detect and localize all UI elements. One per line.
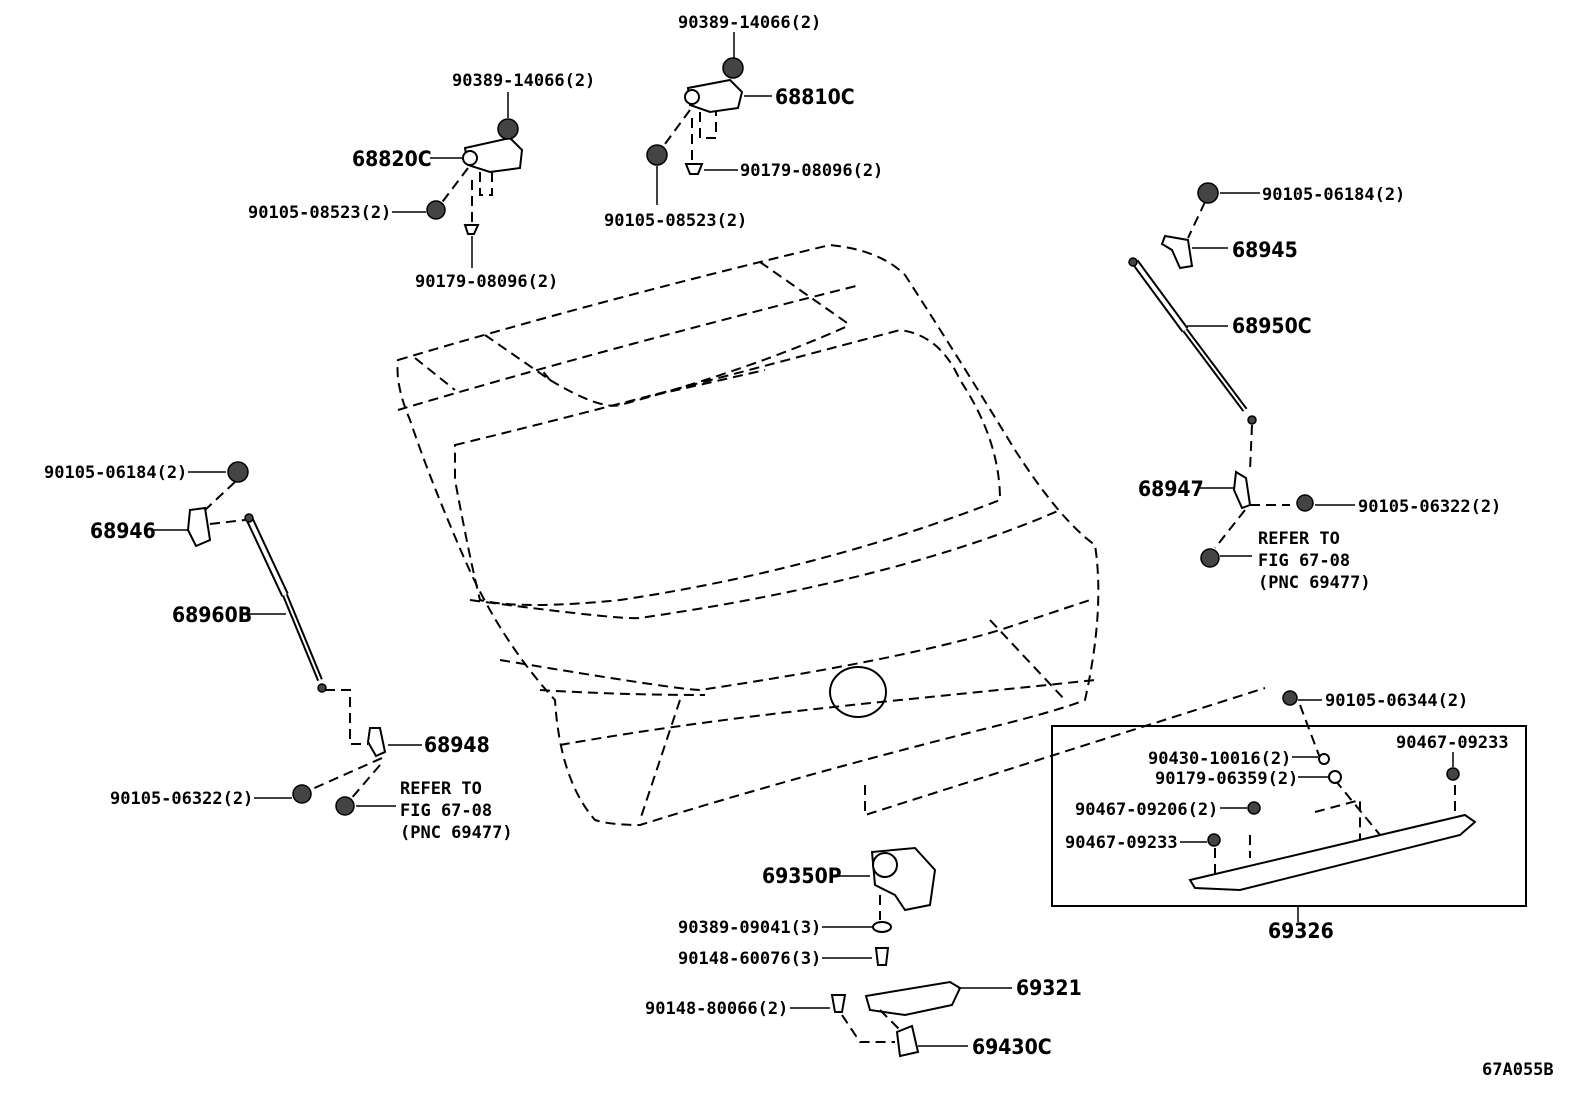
left-stay-group xyxy=(152,461,422,816)
label-left-hinge-nut: 90389-14066(2) xyxy=(452,71,595,91)
label-lock-striker: 69321 xyxy=(1016,976,1082,1000)
label-garnish-clip-right: 90467-09233 xyxy=(1396,733,1509,753)
back-door-panel xyxy=(396,243,1266,827)
right-stay-group xyxy=(1128,182,1355,568)
label-right-stay: 68950C xyxy=(1232,314,1312,338)
label-garnish-screw: 90105-06344(2) xyxy=(1325,691,1468,711)
label-lock-assy: 69350P xyxy=(762,864,842,888)
label-left-stay-bracket-top: 68946 xyxy=(90,519,156,543)
label-right-hinge-washer: 90179-08096(2) xyxy=(740,161,883,181)
label-left-stay-bolt-top: 90105-06184(2) xyxy=(44,463,187,483)
label-left-stay-bolt-bottom: 90105-06322(2) xyxy=(110,789,253,809)
label-right-refer-1: REFER TO xyxy=(1258,529,1340,549)
right-hinge-group xyxy=(646,32,772,205)
label-left-hinge-washer: 90179-08096(2) xyxy=(415,272,558,292)
label-right-stay-bolt-top: 90105-06184(2) xyxy=(1262,185,1405,205)
label-lock-bolt: 90148-60076(3) xyxy=(678,949,821,969)
lock-group xyxy=(790,846,1012,1058)
label-left-hinge: 68820C xyxy=(352,147,432,171)
label-garnish-clip-c: 90467-09206(2) xyxy=(1075,800,1218,820)
garnish-assembly-box xyxy=(1051,690,1527,922)
label-left-hinge-bolt: 90105-08523(2) xyxy=(248,203,391,223)
label-lock-washer: 90389-09041(3) xyxy=(678,918,821,938)
label-right-hinge-bolt: 90105-08523(2) xyxy=(604,211,747,231)
label-right-hinge-nut: 90389-14066(2) xyxy=(678,13,821,33)
label-right-refer-3: (PNC 69477) xyxy=(1258,573,1371,593)
label-left-stay: 68960B xyxy=(172,603,252,627)
label-right-hinge: 68810C xyxy=(775,85,855,109)
label-garnish-clip-a: 90430-10016(2) xyxy=(1148,749,1291,769)
diagram-id: 67A055B xyxy=(1482,1060,1554,1080)
left-hinge-group xyxy=(392,92,524,268)
label-garnish-clip-b: 90179-06359(2) xyxy=(1155,769,1298,789)
label-left-stay-bracket-bottom: 68948 xyxy=(424,733,490,757)
label-lock-handle: 69430C xyxy=(972,1035,1052,1059)
label-garnish-clip-left: 90467-09233 xyxy=(1065,833,1178,853)
label-left-refer-1: REFER TO xyxy=(400,779,482,799)
label-right-stay-bracket-bottom: 68947 xyxy=(1138,477,1204,501)
label-right-stay-bracket-top: 68945 xyxy=(1232,238,1298,262)
label-left-refer-2: FIG 67-08 xyxy=(400,801,492,821)
label-right-stay-bolt-bottom: 90105-06322(2) xyxy=(1358,497,1501,517)
label-garnish-assembly: 69326 xyxy=(1268,919,1334,943)
label-left-refer-3: (PNC 69477) xyxy=(400,823,513,843)
label-right-refer-2: FIG 67-08 xyxy=(1258,551,1350,571)
label-lock-screw: 90148-80066(2) xyxy=(645,999,788,1019)
